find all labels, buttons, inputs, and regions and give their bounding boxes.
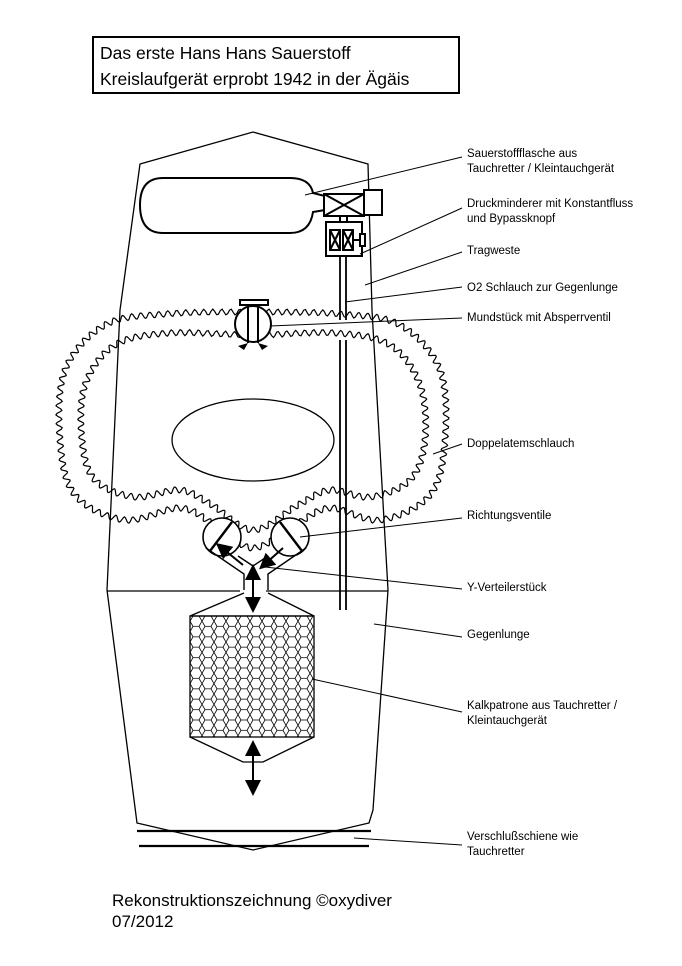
title-box: Das erste Hans Hans Sauerstoff Kreislauf…	[92, 36, 460, 94]
label-mundstueck: Mundstück mit Absperrventil	[467, 312, 611, 324]
label-line: Kleintauchgerät	[467, 715, 547, 727]
label-sauerstoffflasche: Sauerstoffflasche aus Tauchretter / Klei…	[467, 147, 614, 177]
label-line: Tauchretter / Kleintauchgerät	[467, 163, 615, 175]
label-line: Tauchretter	[467, 846, 525, 858]
label-verschlussschiene: Verschlußschiene wie Tauchretter	[467, 830, 578, 860]
leader-kalkpatrone	[311, 678, 463, 713]
label-line: Druckminderer mit Konstantfluss	[467, 198, 634, 210]
leader-tragweste	[364, 251, 463, 286]
mouthpiece-body	[234, 305, 272, 343]
label-tragweste: Tragweste	[467, 245, 521, 257]
arrow-in-right	[259, 547, 284, 570]
leader-mundstueck	[269, 317, 463, 327]
title-line-1: Das erste Hans Hans Sauerstoff	[100, 43, 351, 63]
leader-gegenlunge	[373, 623, 463, 638]
label-o2-schlauch: O2 Schlauch zur Gegenlunge	[467, 282, 618, 294]
label-line: Kalkpatrone aus Tauchretter /	[467, 700, 618, 712]
hose-inner-wall	[77, 328, 430, 534]
oxygen-cylinder	[138, 177, 326, 234]
label-line: Verschlußschiene wie	[467, 831, 579, 843]
hose-outer-wall	[55, 308, 450, 552]
leader-richtungsventile	[299, 517, 463, 538]
face-opening	[171, 398, 335, 482]
leader-druckminderer	[359, 207, 463, 255]
title-line-2: Kreislaufgerät erprobt 1942 in der Ägäis	[100, 69, 410, 89]
mouthpiece-shutoff	[239, 299, 269, 306]
label-druckminderer: Druckminderer mit Konstantfluss und Bypa…	[467, 197, 633, 227]
vest-outline	[106, 131, 389, 851]
bypass-button	[359, 233, 366, 247]
breathing-hose	[55, 308, 450, 552]
leader-o2-schlauch	[344, 286, 463, 303]
leader-verschlussschiene	[353, 837, 463, 846]
label-line: und Bypassknopf	[467, 213, 556, 225]
footer-credit: Rekonstruktionszeichnung ©oxydiver	[112, 891, 392, 910]
footer-date: 07/2012	[112, 912, 174, 931]
label-gegenlunge: Gegenlunge	[467, 629, 530, 641]
leader-sauerstoffflasche	[304, 156, 463, 196]
label-kalkpatrone: Kalkpatrone aus Tauchretter / Kleintauch…	[467, 699, 617, 729]
label-richtungsventile: Richtungsventile	[467, 510, 552, 522]
leader-doppelatemschlauch	[432, 443, 463, 455]
label-y-verteilerstueck: Y-Verteilerstück	[467, 582, 547, 594]
label-doppelatemschlauch: Doppelatemschlauch	[467, 438, 575, 450]
scrubber-cartridge	[189, 615, 315, 738]
valve-knob	[363, 189, 383, 216]
arrow-out-left	[215, 542, 244, 566]
label-line: Sauerstoffflasche aus	[467, 148, 578, 160]
leader-y-verteilerstueck	[264, 566, 463, 590]
